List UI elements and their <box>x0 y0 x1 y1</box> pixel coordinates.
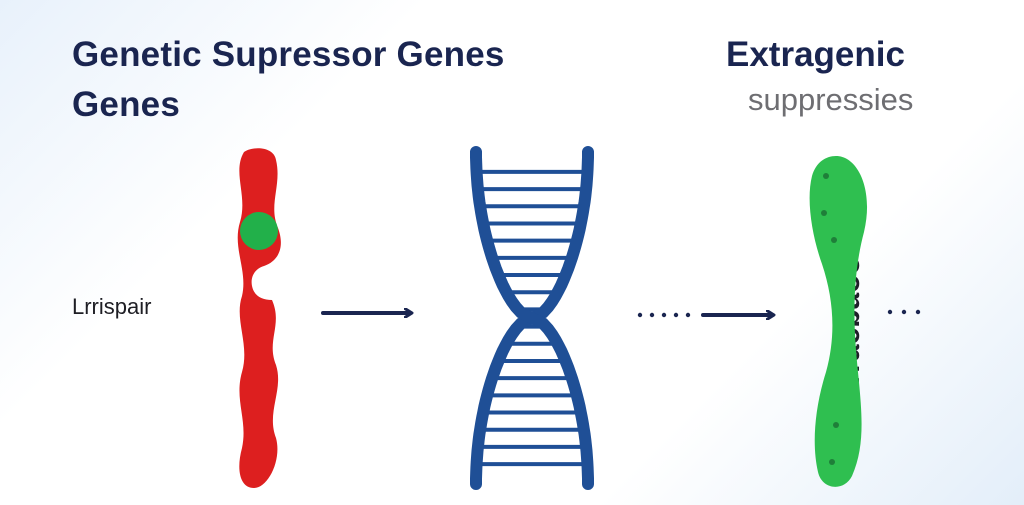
title-left-line1: Genetic Supressor Genes <box>72 35 505 74</box>
red-chromosome-body <box>237 148 281 489</box>
red-chromosome-icon <box>237 148 281 489</box>
trailing-dots <box>887 309 921 315</box>
left-label: Lrrispair <box>72 294 152 319</box>
title-left-line2: Genes <box>72 85 180 124</box>
title-left: Genetic Supressor Genes Genes <box>72 30 505 130</box>
subtitle-right: suppressies <box>748 82 914 117</box>
dotted-arrow-right-icon <box>637 313 772 317</box>
green-chromosome-icon <box>809 156 868 487</box>
title-right: Extragenic <box>726 35 905 74</box>
green-chromosome-body <box>809 156 868 487</box>
dna-strand <box>470 146 594 490</box>
green-marker <box>240 212 278 250</box>
dna-helix-icon <box>470 146 594 490</box>
